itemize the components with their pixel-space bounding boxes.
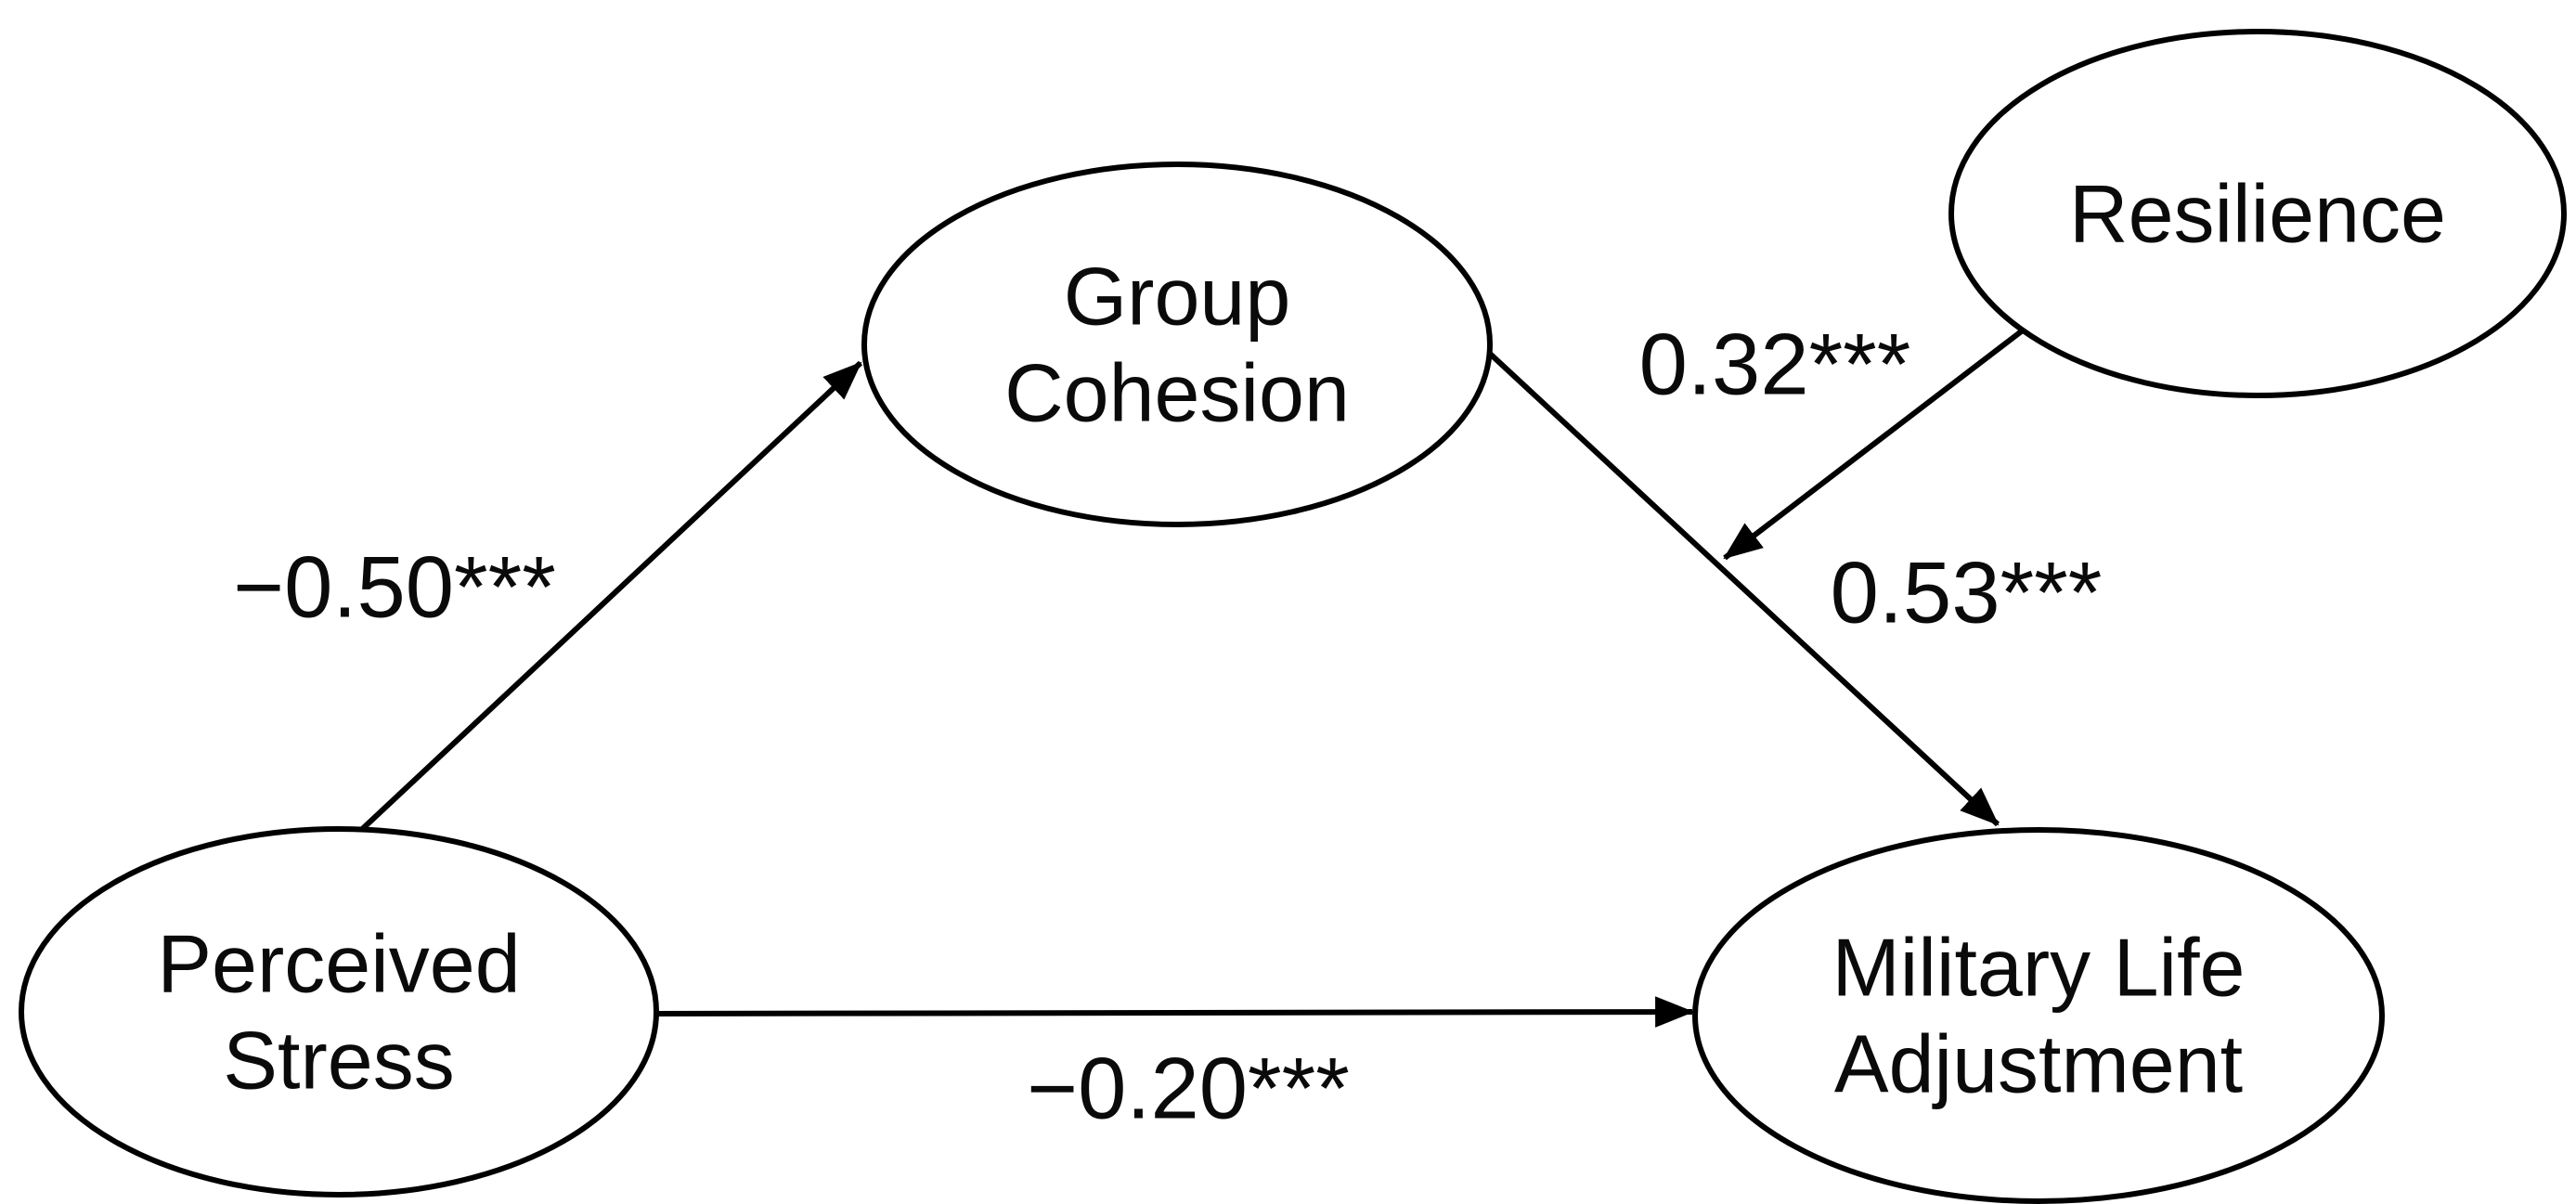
edge-resilience-to-path-coefficient: 0.32*** bbox=[1639, 316, 1911, 413]
node-perceived-stress bbox=[19, 826, 659, 1198]
edge-ps-to-gc-arrow bbox=[356, 360, 863, 835]
node-resilience-label: Resilience bbox=[2069, 168, 2446, 260]
node-resilience bbox=[1948, 29, 2567, 398]
edge-ps-to-mla-arrow bbox=[656, 996, 1695, 1028]
edge-ps-to-gc-coefficient: −0.50*** bbox=[233, 538, 556, 636]
node-military-life-adjustment bbox=[1692, 827, 2385, 1204]
edge-ps-to-mla-coefficient: −0.20*** bbox=[1027, 1040, 1350, 1137]
node-group-cohesion bbox=[861, 162, 1493, 527]
edge-gc-to-mla-arrow bbox=[1486, 350, 2000, 827]
edge-gc-to-mla-coefficient: 0.53*** bbox=[1831, 544, 2103, 641]
edge-resilience-to-path-arrow bbox=[1723, 324, 2029, 561]
